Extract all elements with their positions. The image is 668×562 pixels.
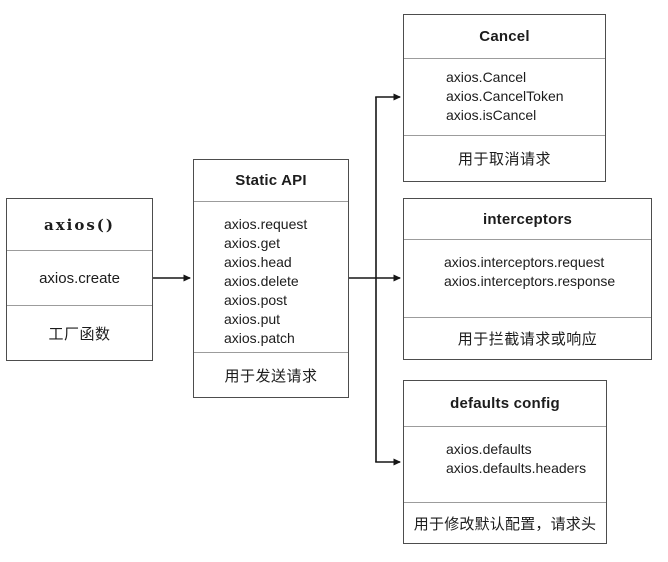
- node-defaults: defaults config axios.defaults axios.def…: [403, 380, 607, 544]
- node-factory: axios() axios.create 工厂函数: [6, 198, 153, 361]
- api-item: axios.put: [224, 311, 281, 327]
- node-factory-note: 工厂函数: [7, 305, 152, 360]
- api-item: axios.request: [224, 216, 308, 232]
- api-item: axios.get: [224, 235, 281, 251]
- node-defaults-items: axios.defaults axios.defaults.headers: [404, 426, 606, 502]
- node-static-api-title: Static API: [235, 172, 307, 189]
- node-interceptors-note: 用于拦截请求或响应: [404, 317, 651, 359]
- node-static-api-items: axios.request axios.get axios.head axios…: [194, 201, 348, 352]
- api-item: axios.interceptors.response: [444, 273, 616, 289]
- api-item: axios.defaults.headers: [446, 460, 587, 476]
- api-item: axios.head: [224, 254, 292, 270]
- node-cancel-items: axios.Cancel axios.CancelToken axios.isC…: [404, 58, 605, 135]
- node-cancel-title: Cancel: [479, 28, 530, 45]
- node-static-api-note: 用于发送请求: [194, 352, 348, 397]
- api-item: axios.post: [224, 292, 288, 308]
- api-item: axios.create: [7, 250, 152, 305]
- node-interceptors-title: interceptors: [482, 210, 573, 228]
- node-cancel-note: 用于取消请求: [404, 135, 605, 181]
- api-item: axios.Cancel: [446, 69, 527, 85]
- api-item: axios.interceptors.request: [444, 254, 605, 270]
- api-item: axios.defaults: [446, 441, 532, 457]
- node-interceptors: interceptors axios.interceptors.request …: [403, 198, 652, 360]
- api-item: axios.CancelToken: [446, 88, 564, 104]
- api-item: axios.isCancel: [446, 107, 537, 123]
- node-interceptors-items: axios.interceptors.request axios.interce…: [404, 239, 651, 317]
- api-item: axios.delete: [224, 273, 299, 289]
- node-factory-title: axios(): [43, 215, 115, 234]
- node-defaults-note: 用于修改默认配置，请求头: [404, 502, 606, 543]
- node-cancel: Cancel axios.Cancel axios.CancelToken ax…: [403, 14, 606, 182]
- node-defaults-title: defaults config: [450, 395, 560, 412]
- node-static-api: Static API axios.request axios.get axios…: [193, 159, 349, 398]
- api-item: axios.patch: [224, 330, 295, 346]
